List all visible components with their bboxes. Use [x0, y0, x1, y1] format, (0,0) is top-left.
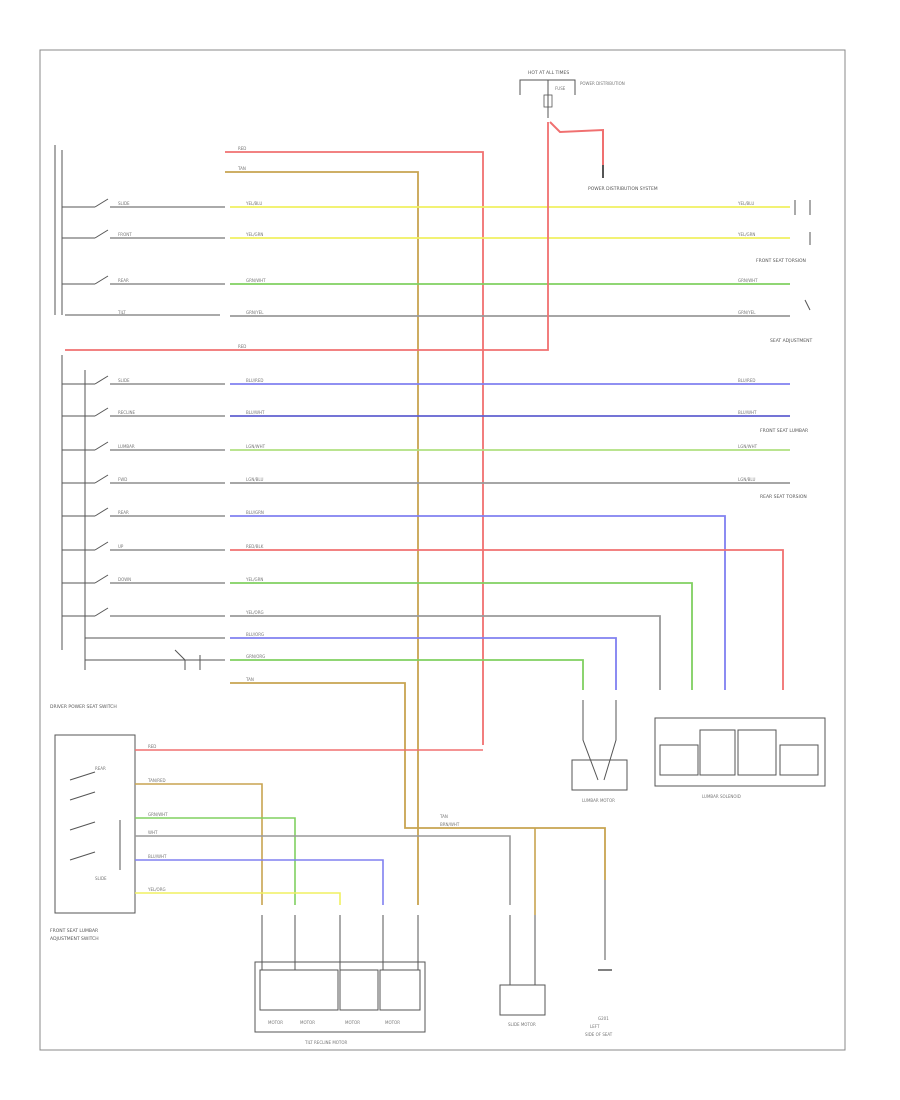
svg-text:LGN/BLU: LGN/BLU	[738, 477, 755, 482]
svg-text:YEL/GRN: YEL/GRN	[245, 232, 263, 237]
tan-junction-label: TAN	[439, 814, 448, 819]
svg-text:POWER DISTRIBUTION: POWER DISTRIBUTION	[580, 81, 625, 86]
svg-text:SLIDE: SLIDE	[95, 876, 107, 881]
svg-text:WHT: WHT	[148, 830, 158, 835]
svg-text:FRONT: FRONT	[118, 232, 132, 237]
svg-text:POWER DISTRIBUTION SYSTEM: POWER DISTRIBUTION SYSTEM	[588, 186, 658, 192]
svg-text:TAN/RED: TAN/RED	[147, 778, 166, 783]
svg-text:YEL/ORG: YEL/ORG	[147, 887, 166, 892]
svg-text:RED: RED	[238, 344, 246, 349]
svg-text:LGN/WHT: LGN/WHT	[246, 444, 266, 449]
lower-wires	[230, 383, 790, 880]
svg-text:ADJUSTMENT SWITCH: ADJUSTMENT SWITCH	[50, 936, 99, 942]
svg-text:MOTOR: MOTOR	[385, 1020, 400, 1025]
svg-text:RECLINE: RECLINE	[118, 410, 136, 415]
svg-text:REAR: REAR	[118, 278, 129, 283]
svg-text:RED/BLK: RED/BLK	[246, 544, 264, 549]
diagram-frame	[39, 49, 846, 1051]
upper-switch-block: SLIDE FRONT REAR TILT	[54, 145, 225, 316]
svg-text:YEL/BLU: YEL/BLU	[245, 201, 262, 206]
seat-adjustment-switch: REAR SLIDE FRONT SEAT LUMBAR ADJUSTMENT …	[50, 734, 136, 942]
svg-text:FRONT SEAT LUMBAR: FRONT SEAT LUMBAR	[50, 928, 98, 934]
upper-wires	[65, 122, 790, 905]
svg-text:LGN/BLU: LGN/BLU	[246, 477, 263, 482]
svg-text:BLU/WHT: BLU/WHT	[738, 410, 757, 415]
svg-text:BLU/RED: BLU/RED	[738, 378, 755, 383]
svg-text:LEFT: LEFT	[590, 1024, 600, 1029]
svg-text:FWD: FWD	[118, 477, 127, 482]
svg-text:YEL/GRN: YEL/GRN	[245, 577, 263, 582]
seat-switch-wires	[135, 749, 511, 905]
lower-switch-block: SLIDE RECLINE LUMBAR FWD REAR UP DOWN DR…	[50, 355, 225, 710]
svg-text:SEAT ADJUSTMENT: SEAT ADJUSTMENT	[770, 338, 812, 344]
svg-text:DOWN: DOWN	[118, 577, 131, 582]
svg-text:TILT RECLINE MOTOR: TILT RECLINE MOTOR	[304, 1040, 348, 1045]
svg-text:MOTOR: MOTOR	[345, 1020, 360, 1025]
svg-text:LUMBAR MOTOR: LUMBAR MOTOR	[582, 798, 615, 803]
lumbar-motor: LUMBAR MOTOR	[571, 700, 628, 803]
svg-text:GRN/YEL: GRN/YEL	[246, 310, 264, 315]
svg-text:BLU/GRN: BLU/GRN	[246, 510, 264, 515]
wire-label-tan-1: TAN	[237, 166, 246, 171]
svg-text:SLIDE: SLIDE	[118, 378, 130, 383]
svg-text:GRN/WHT: GRN/WHT	[738, 278, 758, 283]
ground-g201: G201 LEFT SIDE OF SEAT	[585, 880, 613, 1037]
svg-text:GRN/WHT: GRN/WHT	[148, 812, 168, 817]
svg-text:YEL/GRN: YEL/GRN	[737, 232, 755, 237]
svg-text:RED: RED	[148, 744, 156, 749]
svg-text:GRN/ORG: GRN/ORG	[246, 654, 265, 659]
tilt-recline-motor: MOTOR MOTOR MOTOR MOTOR TILT RECLINE MOT…	[254, 915, 426, 1045]
svg-text:SIDE OF SEAT: SIDE OF SEAT	[585, 1032, 613, 1037]
slide-motor: SLIDE MOTOR	[499, 828, 546, 1027]
right-upper-component: FRONT SEAT TORSION SEAT ADJUSTMENT	[756, 200, 812, 344]
svg-text:FUSE: FUSE	[555, 86, 566, 91]
svg-text:MOTOR: MOTOR	[300, 1020, 315, 1025]
hot-at-all-times-fuse: HOT AT ALL TIMES FUSE POWER DISTRIBUTION	[519, 70, 625, 118]
svg-text:GRN/YEL: GRN/YEL	[738, 310, 756, 315]
svg-text:BLU/ORG: BLU/ORG	[246, 632, 264, 637]
svg-text:G201: G201	[598, 1016, 609, 1021]
svg-text:YEL/ORG: YEL/ORG	[245, 610, 264, 615]
svg-text:LGN/WHT: LGN/WHT	[738, 444, 758, 449]
svg-text:TAN: TAN	[245, 677, 254, 682]
svg-text:TILT: TILT	[117, 310, 126, 315]
svg-text:GRN/WHT: GRN/WHT	[246, 278, 266, 283]
svg-text:MOTOR: MOTOR	[268, 1020, 283, 1025]
svg-text:REAR: REAR	[118, 510, 129, 515]
svg-text:FRONT SEAT LUMBAR: FRONT SEAT LUMBAR	[760, 428, 808, 434]
svg-text:REAR: REAR	[95, 766, 106, 771]
svg-text:HOT AT ALL TIMES: HOT AT ALL TIMES	[528, 70, 569, 76]
power-distribution-ground: POWER DISTRIBUTION SYSTEM	[549, 121, 658, 192]
svg-text:BLU/RED: BLU/RED	[246, 378, 263, 383]
svg-text:UP: UP	[118, 544, 124, 549]
svg-text:BLU/WHT: BLU/WHT	[246, 410, 265, 415]
svg-text:REAR SEAT TORSION: REAR SEAT TORSION	[760, 494, 807, 500]
driver-seat-switch-label: DRIVER POWER SEAT SWITCH	[50, 704, 117, 710]
svg-text:SLIDE MOTOR: SLIDE MOTOR	[508, 1022, 536, 1027]
svg-text:LUMBAR: LUMBAR	[118, 444, 135, 449]
wire-label-red-1: RED	[238, 146, 246, 151]
svg-text:SLIDE: SLIDE	[118, 201, 130, 206]
lumbar-solenoid: LUMBAR SOLENOID	[654, 717, 826, 799]
svg-text:LUMBAR SOLENOID: LUMBAR SOLENOID	[702, 794, 741, 799]
svg-text:BLU/WHT: BLU/WHT	[148, 854, 167, 859]
svg-text:FRONT SEAT TORSION: FRONT SEAT TORSION	[756, 258, 806, 264]
svg-text:YEL/BLU: YEL/BLU	[737, 201, 754, 206]
brn-junction-label: BRN/WHT	[440, 822, 460, 827]
